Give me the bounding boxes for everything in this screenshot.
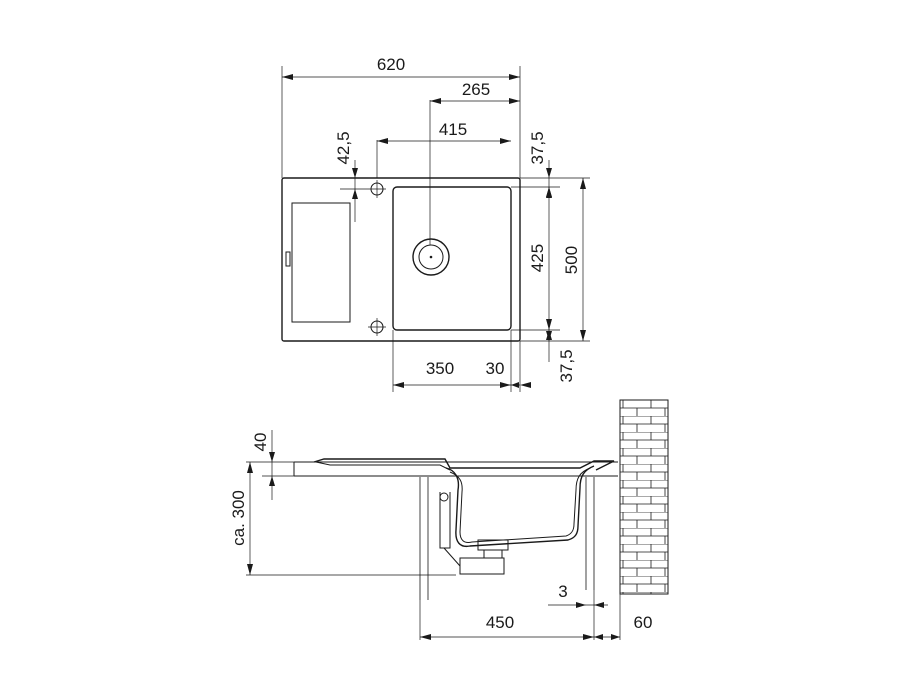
dim-line-300 xyxy=(247,462,253,575)
sink-rim xyxy=(313,458,615,471)
dim-gap: 3 xyxy=(558,582,567,601)
dim-tap-offset: 42,5 xyxy=(334,131,353,164)
drainer-board xyxy=(291,202,351,323)
dim-overall-depth: 500 xyxy=(562,246,581,274)
dim-line-450 xyxy=(420,634,594,640)
side-extension-lines xyxy=(246,461,621,640)
extension-lines xyxy=(281,66,590,392)
drainer-edge-detail xyxy=(285,251,291,267)
dim-bowl-width: 415 xyxy=(439,120,467,139)
dim-wall-distance: 60 xyxy=(634,613,653,632)
dim-overall-width: 620 xyxy=(377,55,405,74)
dim-offset-265: 265 xyxy=(462,80,490,99)
dim-line-415 xyxy=(377,138,511,144)
cabinet-left-wall xyxy=(419,476,429,600)
dim-rim-height: 40 xyxy=(251,433,270,452)
cabinet-right-wall xyxy=(585,476,595,590)
dim-top-margin: 37,5 xyxy=(528,131,547,164)
bowl-profile xyxy=(445,465,595,548)
top-view: 620 265 415 42,5 37,5 xyxy=(281,55,590,392)
drainer-profile xyxy=(315,461,451,471)
dim-edge-30: 30 xyxy=(486,359,505,378)
dim-line-350-30 xyxy=(393,382,531,388)
tap-hole-icon xyxy=(368,318,386,336)
side-view: 40 ca. 300 3 450 60 xyxy=(229,399,669,640)
dim-drainer-width: 350 xyxy=(426,359,454,378)
dim-depth: ca. 300 xyxy=(229,490,248,546)
dim-line-3 xyxy=(548,602,608,608)
dim-cabinet-width: 450 xyxy=(486,613,514,632)
tap-hole-icon xyxy=(368,180,386,198)
dim-line-40 xyxy=(269,430,275,500)
bowl-inner-profile xyxy=(449,467,591,543)
dim-bottom-margin: 37,5 xyxy=(557,349,576,382)
sink-outline xyxy=(281,177,521,342)
bowl-outline xyxy=(392,186,512,331)
dim-line-620 xyxy=(282,74,520,80)
dim-line-37-5-bottom xyxy=(546,322,552,362)
brick-wall xyxy=(619,399,669,595)
dim-line-265 xyxy=(430,98,520,104)
dim-line-500 xyxy=(580,178,586,341)
dim-line-60 xyxy=(594,634,620,640)
dim-line-42-5 xyxy=(340,160,368,222)
dim-bowl-depth: 425 xyxy=(528,244,547,272)
drain-assembly xyxy=(439,492,509,575)
drain-icon xyxy=(412,238,450,276)
